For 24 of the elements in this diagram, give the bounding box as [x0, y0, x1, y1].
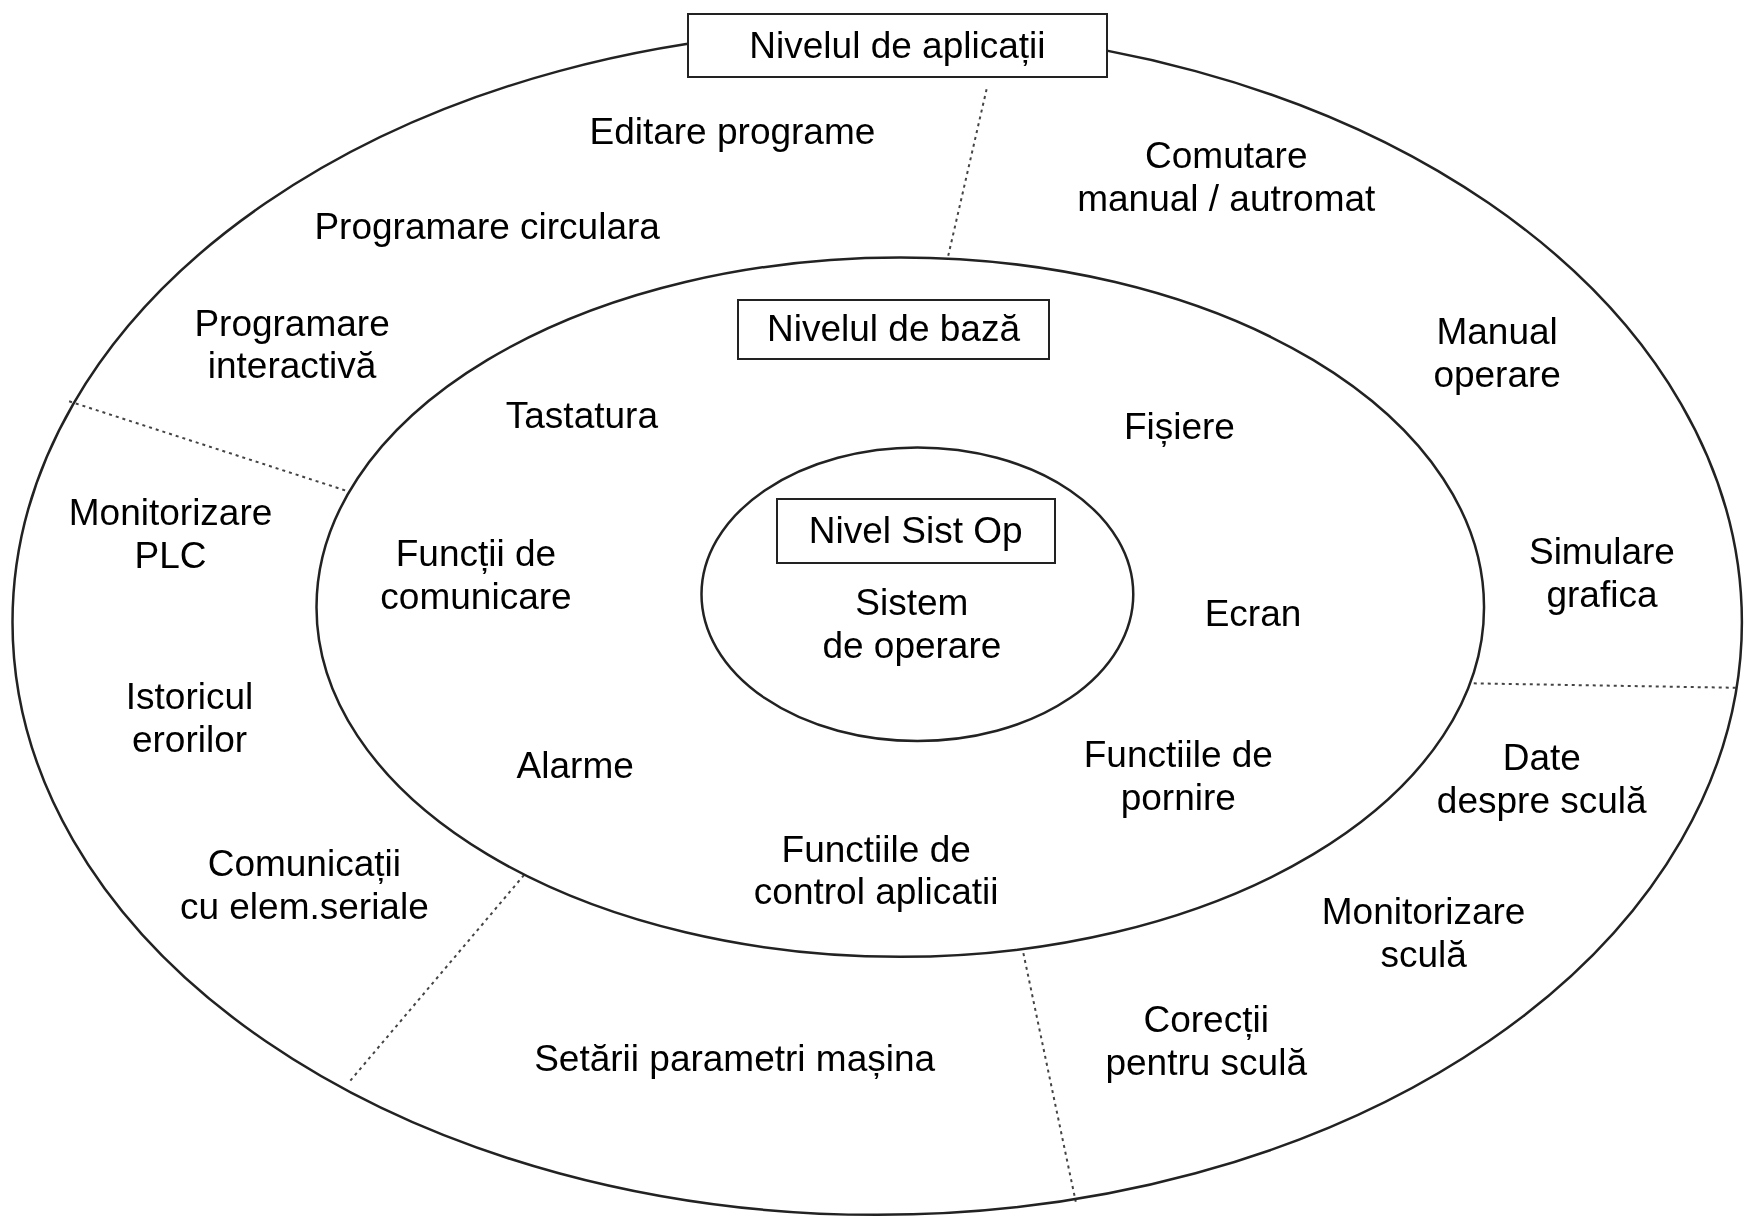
level-item-text: Functiile de control aplicatii [753, 829, 999, 915]
level-item-text: Comunicații cu elem.seriale [179, 843, 429, 929]
level-item-text: Functiile de pornire [1083, 734, 1273, 820]
level-title-box: Nivel Sist Op [775, 498, 1056, 565]
level-item-text: Corecții pentru sculă [1105, 999, 1307, 1085]
level-item-text: Date despre sculă [1436, 737, 1647, 823]
level-item-text: Simulare grafica [1528, 531, 1675, 617]
level-item-text: Tastatura [505, 394, 658, 438]
level-item-text: Programare interactivă [194, 303, 390, 389]
level-title-box: Nivelul de bază [736, 298, 1051, 361]
level-item-text: Ecran [1204, 592, 1302, 636]
level-item-text: Funcții de comunicare [380, 533, 572, 619]
level-title-box: Nivelul de aplicații [686, 13, 1109, 79]
level-item-text: Monitorizare PLC [68, 492, 273, 578]
level-item-text: Editare programe [589, 110, 876, 153]
level-item-text: Setării parametri mașina [534, 1037, 936, 1081]
level-item-text: Manual operare [1433, 311, 1561, 398]
level-item-text: Programare circulara [314, 206, 660, 249]
level-item-text: Alarme [516, 744, 634, 788]
level-item-text: Sistem de operare [822, 582, 1002, 668]
level-item-text: Comutare manual / autromat [1077, 135, 1376, 221]
level-item-text: Monitorizare sculă [1321, 891, 1526, 977]
level-item-text: Fișiere [1123, 405, 1235, 449]
level-item-text: Istoricul erorilor [125, 676, 254, 762]
